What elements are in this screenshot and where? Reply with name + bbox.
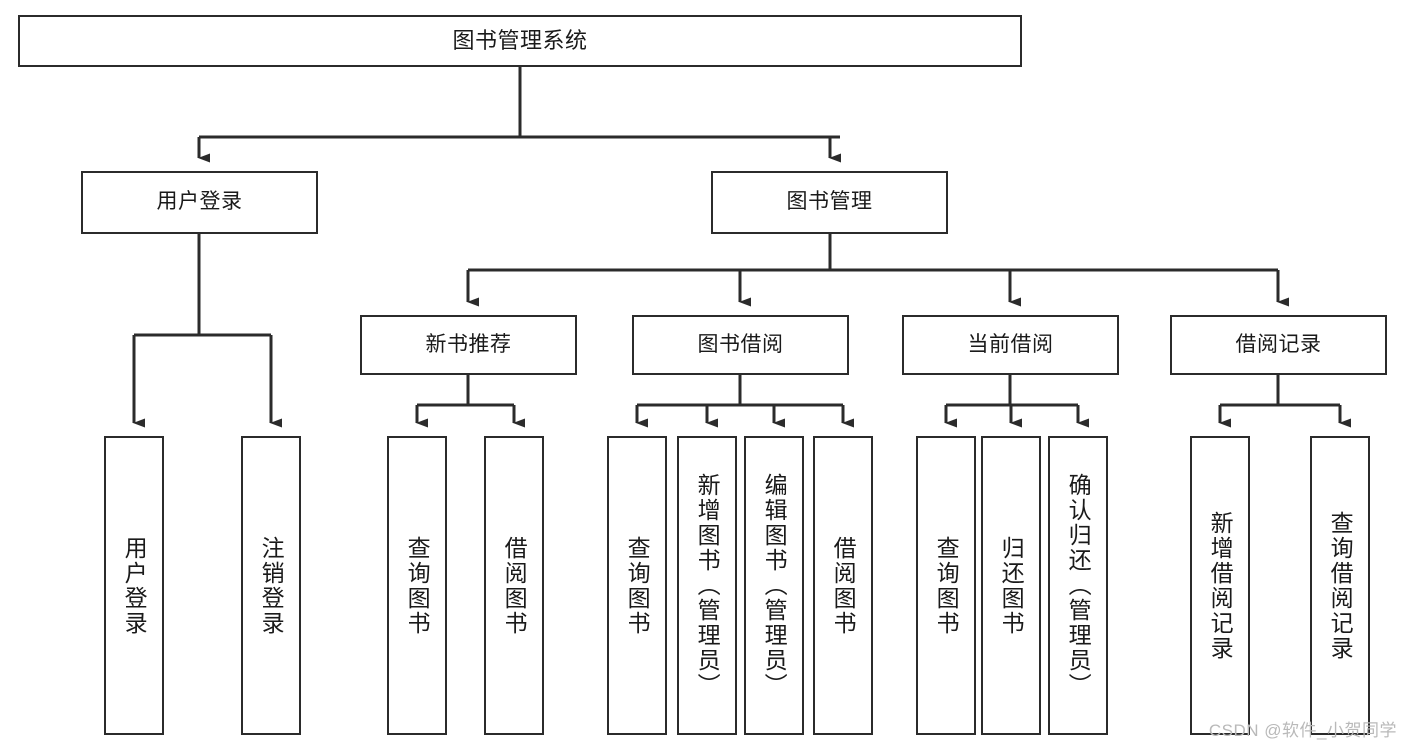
node-label: 归还图书: [998, 535, 1025, 636]
leaf-add-borrow-record[interactable]: 新增借阅记录: [1190, 436, 1250, 735]
node-label: 图书管理系统: [452, 28, 588, 54]
leaf-return-book[interactable]: 归还图书: [981, 436, 1041, 735]
leaf-confirm-return-admin[interactable]: 确认归还（管理员）: [1048, 436, 1108, 735]
node-label: 查询图书: [933, 535, 960, 636]
leaf-query-borrow-record[interactable]: 查询借阅记录: [1310, 436, 1370, 735]
node-root-system[interactable]: 图书管理系统: [18, 15, 1022, 67]
node-label: 新书推荐: [425, 332, 512, 356]
node-label: 图书借阅: [697, 332, 784, 356]
node-book-borrowing[interactable]: 图书借阅: [632, 315, 849, 375]
node-label: 用户登录: [156, 190, 243, 214]
leaf-borrow-book[interactable]: 借阅图书: [813, 436, 873, 735]
leaf-user-login[interactable]: 用户登录: [104, 436, 164, 735]
leaf-edit-book-admin[interactable]: 编辑图书（管理员）: [744, 436, 804, 735]
node-current-borrowing[interactable]: 当前借阅: [902, 315, 1119, 375]
leaf-borrow-book-recommendation[interactable]: 借阅图书: [484, 436, 544, 735]
node-label: 确认归还（管理员）: [1065, 473, 1092, 698]
leaf-logout[interactable]: 注销登录: [241, 436, 301, 735]
leaf-query-book-recommendation[interactable]: 查询图书: [387, 436, 447, 735]
node-label: 当前借阅: [967, 332, 1054, 356]
leaf-add-book-admin[interactable]: 新增图书（管理员）: [677, 436, 737, 735]
node-label: 编辑图书（管理员）: [761, 473, 788, 698]
node-label: 查询图书: [404, 535, 431, 636]
node-borrowing-records[interactable]: 借阅记录: [1170, 315, 1387, 375]
node-label: 借阅图书: [501, 535, 528, 636]
leaf-query-book-current[interactable]: 查询图书: [916, 436, 976, 735]
node-label: 借阅图书: [830, 535, 857, 636]
leaf-query-book-borrowing[interactable]: 查询图书: [607, 436, 667, 735]
node-label: 新增借阅记录: [1207, 510, 1234, 661]
node-new-book-recommendation[interactable]: 新书推荐: [360, 315, 577, 375]
node-label: 借阅记录: [1235, 332, 1322, 356]
node-label: 注销登录: [258, 535, 285, 636]
node-user-login[interactable]: 用户登录: [81, 171, 318, 234]
node-label: 新增图书（管理员）: [694, 473, 721, 698]
node-label: 图书管理: [786, 190, 873, 214]
node-label: 查询借阅记录: [1327, 510, 1354, 661]
node-book-management[interactable]: 图书管理: [711, 171, 948, 234]
node-label: 用户登录: [121, 535, 148, 636]
node-label: 查询图书: [624, 535, 651, 636]
